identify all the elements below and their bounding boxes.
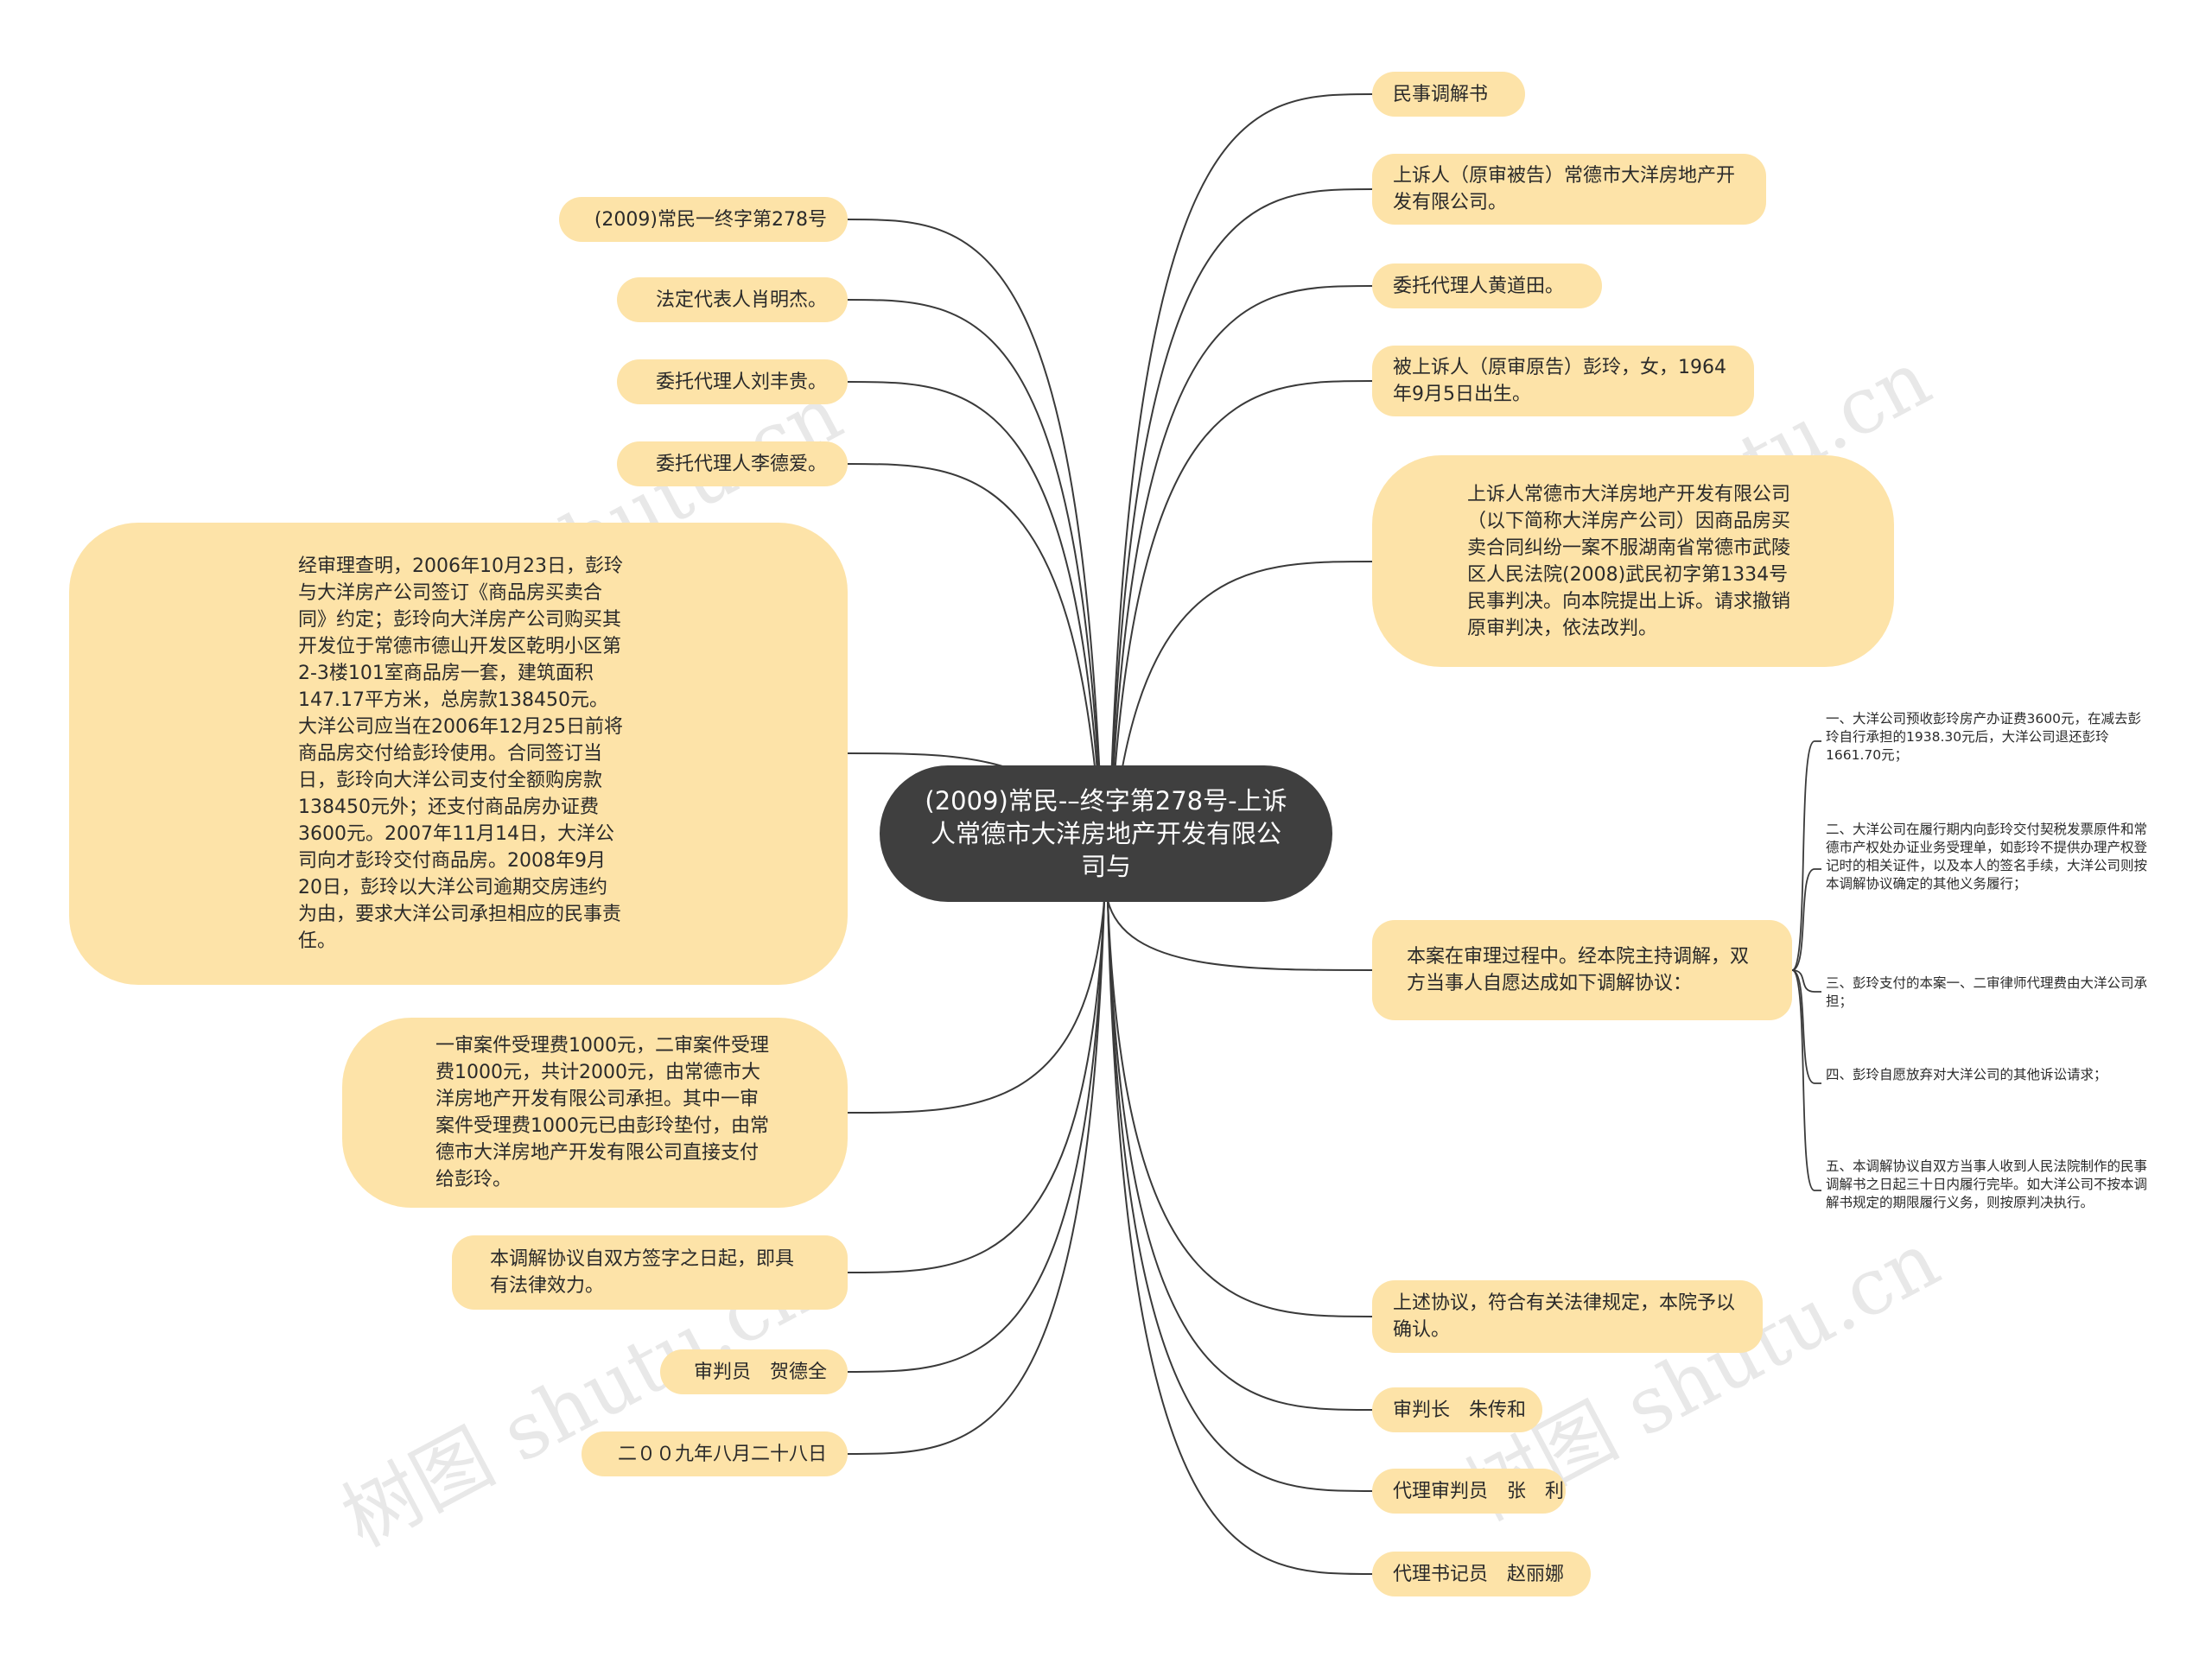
node-agent-huang[interactable]: 委托代理人黄道田。 [1372,263,1602,308]
connector [1791,969,1821,1084]
node-appellant[interactable]: 上诉人（原审被告）常德市大洋房地产开发有限公司。 [1372,154,1766,225]
connector [847,899,1105,1373]
agreement-item-2[interactable]: 二、大洋公司在履行期内向彭玲交付契税发票原件和常德市产权处办证业务受理单，如彭玲… [1826,822,2148,892]
connector [1107,899,1373,1411]
node-agent-liu[interactable]: 委托代理人刘丰贵。 [617,359,848,404]
connector [847,899,1105,1455]
connector [847,381,1105,901]
connector [847,899,1105,1273]
connector [1791,868,1821,971]
node-judge-he[interactable]: 审判员 贺德全 [660,1349,848,1394]
connector [847,299,1105,901]
node-court-confirms[interactable]: 上述协议，符合有关法律规定，本院予以确认。 [1372,1280,1763,1353]
connector [1791,740,1821,971]
connector [1107,93,1373,901]
node-acting-clerk[interactable]: 代理书记员 赵丽娜 [1372,1552,1591,1596]
node-date[interactable]: 二００九年八月二十八日 [582,1431,848,1476]
connector [847,463,1105,901]
node-appeal-summary[interactable]: 上诉人常德市大洋房地产开发有限公司（以下简称大洋房产公司）因商品房买卖合同纠纷一… [1372,455,1894,667]
connector [1107,899,1373,1575]
connector [1107,899,1373,971]
connector [1107,285,1373,901]
node-court-fees[interactable]: 一审案件受理费1000元，二审案件受理费1000元，共计2000元，由常德市大洋… [342,1018,848,1208]
connector [1791,969,1821,993]
connector [1107,899,1373,1317]
agreement-item-3[interactable]: 三、彭玲支付的本案一、二审律师代理费由大洋公司承担； [1826,975,2148,1009]
agreement-item-1[interactable]: 一、大洋公司预收彭玲房产办证费3600元，在减去彭玲自行承担的1938.30元后… [1826,711,2141,763]
node-agreement-effective[interactable]: 本调解协议自双方签字之日起，即具有法律效力。 [452,1235,848,1310]
node-acting-judge[interactable]: 代理审判员 张 利 [1372,1469,1566,1514]
node-civil-mediation[interactable]: 民事调解书 [1372,72,1525,117]
connector [847,899,1105,1114]
node-case-number[interactable]: (2009)常民一终字第278号 [559,197,848,242]
connector [1107,188,1373,901]
agreement-item-5[interactable]: 五、本调解协议自双方当事人收到人民法院制作的民事调解书之日起三十日内履行完毕。如… [1826,1158,2148,1210]
node-agent-li[interactable]: 委托代理人李德爱。 [617,441,848,486]
connector [1791,969,1821,1191]
connector [1107,380,1373,901]
node-appellee[interactable]: 被上诉人（原审原告）彭玲，女，1964年9月5日出生。 [1372,346,1754,416]
agreement-item-4[interactable]: 四、彭玲自愿放弃对大洋公司的其他诉讼请求； [1826,1067,2107,1082]
node-mediation-agreement[interactable]: 本案在审理过程中。经本院主持调解，双方当事人自愿达成如下调解协议： [1372,920,1792,1020]
node-facts-found[interactable]: 经审理查明，2006年10月23日，彭玲与大洋房产公司签订《商品房买卖合同》约定… [69,523,848,985]
central-topic[interactable]: (2009)常民-–终字第278号-上诉人常德市大洋房地产开发有限公司与 [880,765,1332,902]
node-presiding-judge[interactable]: 审判长 朱传和 [1372,1387,1542,1432]
connector [847,219,1105,901]
connector [1107,899,1373,1492]
node-legal-representative[interactable]: 法定代表人肖明杰。 [617,277,848,322]
